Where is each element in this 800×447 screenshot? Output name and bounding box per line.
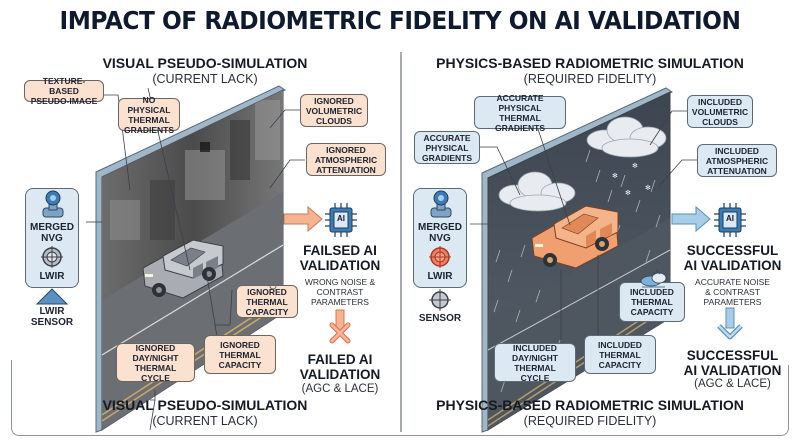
callout-texture-based-pseudo-image: TEXTURE-BASED PSEUDO-IMAGE <box>24 76 104 106</box>
left-final-subtitle: (AGC & LACE) <box>301 383 379 395</box>
callout-accurate-physical-gradients: ACCURATE PHYSICAL GRADIENTS <box>414 131 480 164</box>
left-arrow-right-icon <box>283 205 323 233</box>
callout-ignored-day-night-thermal-cycle: IGNORED DAY/NIGHT THERMAL CYCLE <box>116 343 195 383</box>
svg-text:✻: ✻ <box>632 162 638 170</box>
left-panel-footer-subtitle: (CURRENT LACK) <box>152 414 258 428</box>
success-check-icon <box>717 324 743 340</box>
left-panel-footer-title: VISUAL PSEUDO-SIMULATION <box>102 397 308 413</box>
left-car <box>142 239 224 299</box>
right-lwir-icon <box>429 246 451 268</box>
lwir-icon <box>41 246 63 268</box>
panel-divider <box>400 52 402 432</box>
right-camera-icon <box>430 190 452 218</box>
right-final-title: SUCCESSFUL AI VALIDATION <box>683 348 782 378</box>
svg-text:✻: ✻ <box>625 189 631 197</box>
left-panel-subheader: (CURRENT LACK) <box>152 72 258 86</box>
right-sensor-merged-nvg-label: MERGED NVG <box>418 222 462 244</box>
right-sensor-label: SENSOR <box>418 313 462 324</box>
right-arrow-right-icon <box>671 205 711 233</box>
callout-included-thermal-capacity-bottom: INCLUDED THERMAL CAPACITY <box>584 335 656 374</box>
callout-no-physical-thermal-gradients: NO PHYSICAL THERMAL GRADIENTS <box>118 95 180 135</box>
left-ai-chip-label: AI <box>337 214 345 223</box>
left-sensor-lwir-label: LWIR <box>39 271 65 282</box>
cloud-right <box>586 116 667 158</box>
main-title: IMPACT OF RADIOMETRIC FIDELITY ON AI VAL… <box>59 6 741 35</box>
right-car <box>531 205 619 269</box>
right-down-arrow-icon <box>725 307 735 329</box>
right-sensor-lwir-label: LWIR <box>427 271 453 282</box>
right-panel-footer-title: PHYSICS-BASED RADIOMETRIC SIMULATION <box>436 397 744 413</box>
callout-ignored-atmospheric-attenuation: IGNORED ATMOSPHERIC ATTENUATION <box>306 143 386 176</box>
left-ai-chip-icon <box>325 203 357 237</box>
left-panel-header: VISUAL PSEUDO-SIMULATION <box>102 55 308 71</box>
fail-x-icon <box>329 322 351 344</box>
callout-ignored-thermal-capacity-bottom: IGNORED THERMAL CAPACITY <box>204 335 276 374</box>
left-final-title: FAILED AI VALIDATION <box>299 352 381 382</box>
right-ai-chip-icon <box>714 203 746 237</box>
svg-text:✻: ✻ <box>645 184 651 192</box>
callout-included-atmospheric-attenuation: INCLUDED ATMOSPHERIC ATTENUATION <box>697 144 777 177</box>
callout-ignored-thermal-capacity-right: IGNORED THERMAL CAPACITY <box>236 285 298 318</box>
callout-included-volumetric-clouds: INCLUDED VOLUMETRIC CLOUDS <box>687 95 753 128</box>
lwir-sensor-triangle-icon <box>35 288 69 305</box>
wind-icon <box>255 268 281 290</box>
right-panel-header: PHYSICS-BASED RADIOMETRIC SIMULATION <box>436 55 744 71</box>
right-ai-chip-label: AI <box>726 214 734 223</box>
cloud-left <box>498 171 576 212</box>
right-panel-frame <box>401 365 789 436</box>
weather-cloud-sun-icon <box>640 270 667 288</box>
callout-included-day-night-thermal-cycle: INCLUDED DAY/NIGHT THERMAL CYCLE <box>494 343 576 383</box>
right-panel-subheader: (REQUIRED FIDELITY) <box>523 72 657 86</box>
left-result-subtitle: WRONG NOISE & CONTRAST PARAMETERS <box>304 277 376 307</box>
left-sensor-label: LWIR SENSOR <box>30 306 74 328</box>
left-sensor-merged-nvg-label: MERGED NVG <box>30 222 74 244</box>
callout-accurate-physical-thermal-gradients: ACCURATE PHYSICAL THERMAL GRADIENTS <box>474 93 566 133</box>
right-final-subtitle: (AGC & LACE) <box>694 378 771 390</box>
svg-text:✻: ✻ <box>612 172 618 180</box>
left-result-title: FAILSED AI VALIDATION <box>299 243 381 273</box>
right-result-title: SUCCESSFUL AI VALIDATION <box>683 243 782 273</box>
left-panel-frame <box>11 360 401 436</box>
camera-icon <box>42 190 64 218</box>
right-panel-footer-subtitle: (REQUIRED FIDELITY) <box>523 414 657 428</box>
right-result-subtitle: ACCURATE NOISE & CONTRAST PARAMETERS <box>695 277 770 307</box>
right-sensor-crosshair-icon <box>429 289 451 311</box>
callout-ignored-volumetric-clouds: IGNORED VOLUMETRIC CLOUDS <box>300 94 368 127</box>
callout-included-thermal-capacity-right: INCLUDED THERMAL CAPACITY <box>619 282 685 322</box>
